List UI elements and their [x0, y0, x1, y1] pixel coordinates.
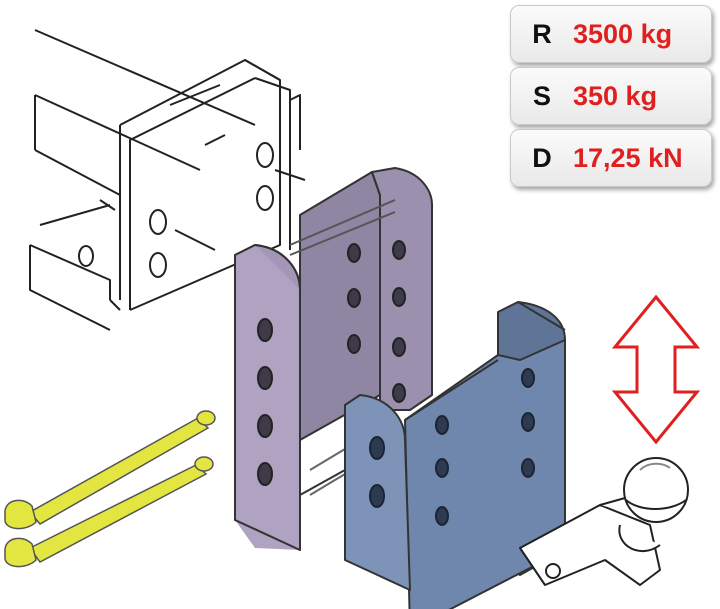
- spec-letter-d: D: [532, 142, 552, 173]
- locking-pin: [4, 456, 214, 568]
- spec-rated-load: R 3500 kg: [510, 5, 712, 63]
- vehicle-frame-outline: [29, 29, 306, 331]
- tow-ball-coupling: [519, 457, 689, 586]
- spec-value-d: 17,25 kN: [573, 142, 683, 173]
- up-down-arrow-icon: [611, 294, 701, 445]
- sliding-bracket: [344, 301, 566, 609]
- spec-d-value: D 17,25 kN: [510, 129, 712, 187]
- spec-letter-s: S: [532, 80, 551, 111]
- locking-pin: [4, 410, 216, 530]
- spec-value-s: 350 kg: [573, 80, 658, 111]
- spec-vertical-load: S 350 kg: [510, 67, 712, 125]
- adjustable-bracket: [234, 167, 433, 551]
- spec-letter-r: R: [532, 18, 552, 49]
- spec-value-r: 3500 kg: [573, 18, 673, 49]
